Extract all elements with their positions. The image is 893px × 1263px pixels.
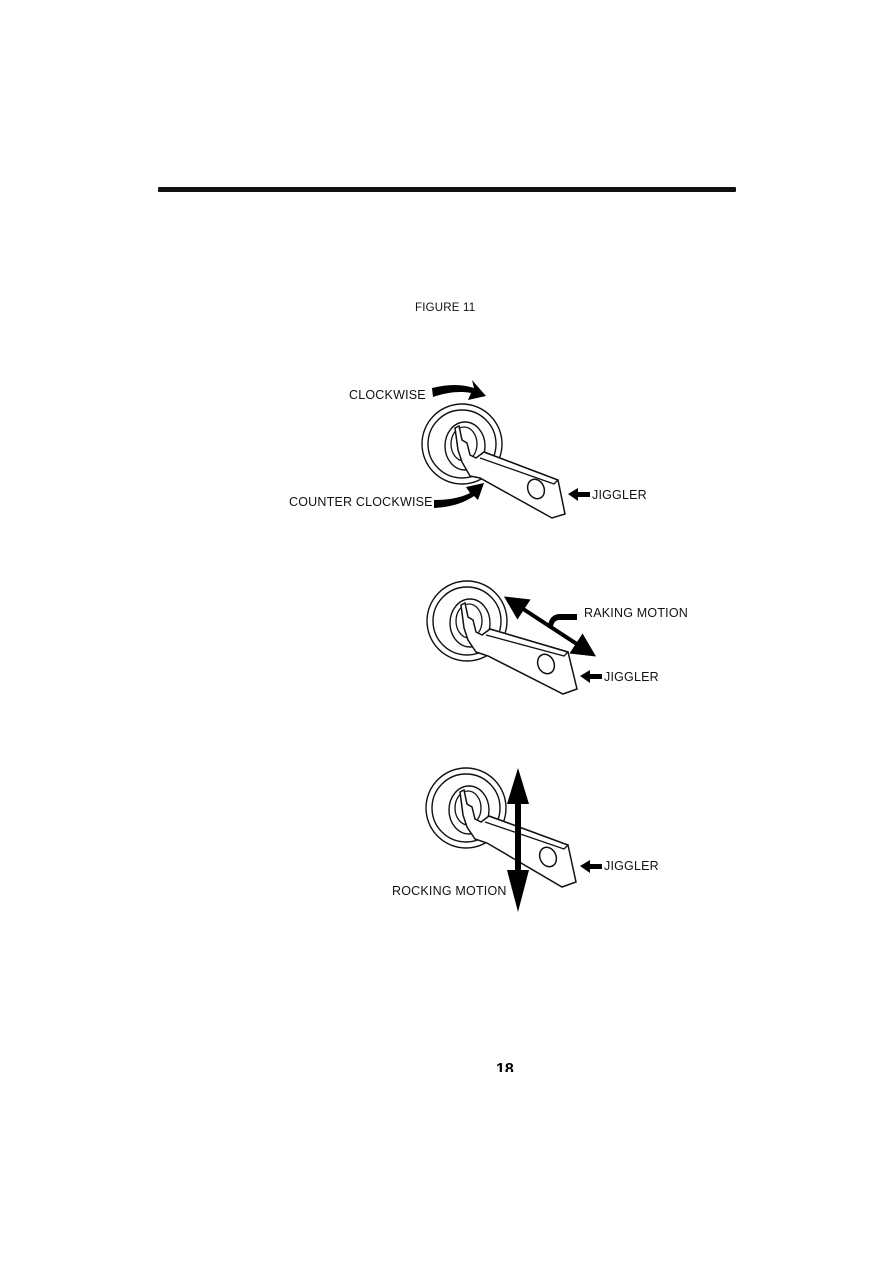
- figure-title: FIGURE 11: [415, 302, 476, 314]
- panel-3-jiggler-label: JIGGLER: [604, 859, 659, 873]
- panel-1-lock-cylinder: [421, 403, 503, 485]
- panel-1-jiggler-label: JIGGLER: [592, 488, 647, 502]
- rocking-motion-label: ROCKING MOTION: [392, 884, 507, 898]
- clockwise-label: CLOCKWISE: [349, 388, 426, 402]
- panel-2-jiggler-label: JIGGLER: [604, 670, 659, 684]
- page-number-clip: 18: [490, 1062, 530, 1072]
- panel-1-jiggler-pointer-icon: [568, 488, 590, 501]
- clockwise-arrow-icon: [432, 380, 486, 400]
- panel-1-jiggler-icon: [454, 424, 566, 519]
- header-rule: [158, 187, 736, 192]
- counter-clockwise-arrow-icon: [434, 483, 484, 508]
- counter-clockwise-label: COUNTER CLOCKWISE: [289, 495, 433, 509]
- raking-motion-label: RAKING MOTION: [584, 606, 688, 620]
- panel-2-jiggler-pointer-icon: [580, 670, 602, 683]
- page-number: 18: [496, 1062, 514, 1072]
- panel-3-jiggler-pointer-icon: [580, 860, 602, 873]
- rocking-double-arrow-icon: [507, 768, 529, 912]
- raking-callout-hook-icon: [548, 614, 577, 628]
